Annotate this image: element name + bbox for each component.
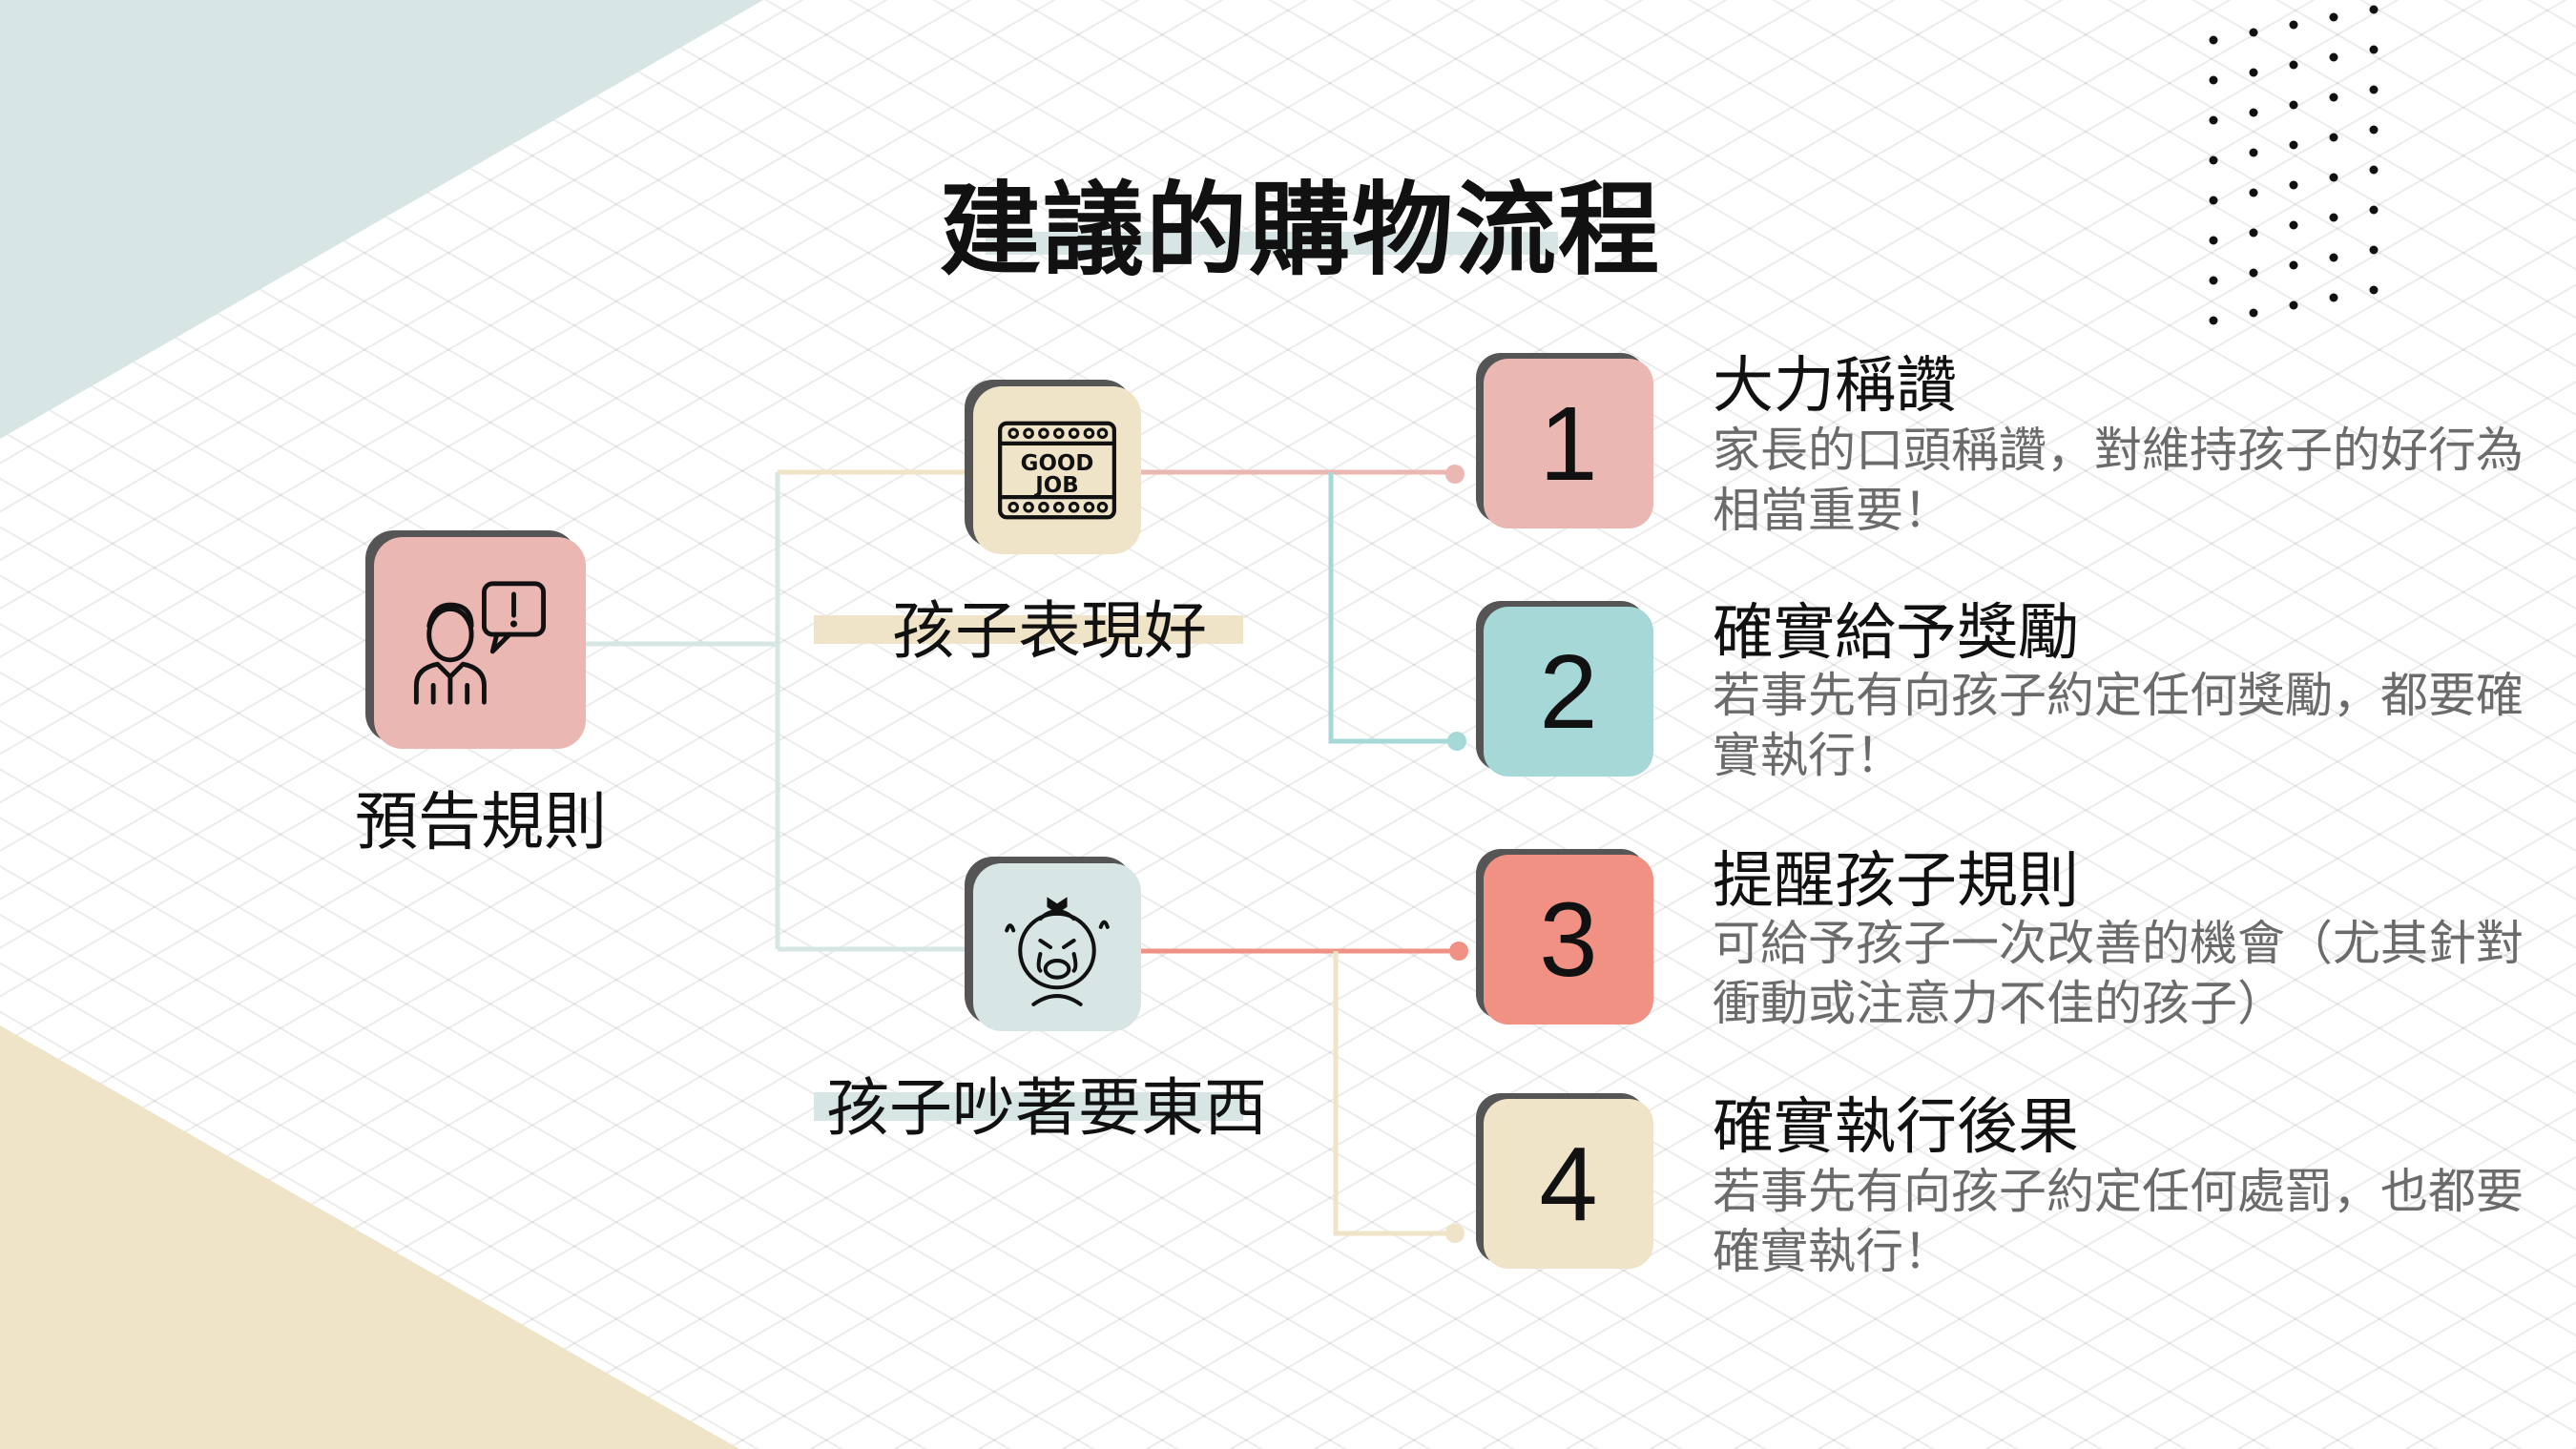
connector-to-step-4 [1333, 951, 1455, 1236]
step-4-number-card: 4 [1484, 1099, 1653, 1269]
dot-pattern [2209, 5, 2379, 325]
connector-dot-2 [1447, 732, 1466, 751]
crying-child-icon [1005, 897, 1110, 1006]
step-3-number-card: 3 [1484, 855, 1653, 1025]
connector-root-to-branches [582, 472, 780, 949]
branch-crying-card [973, 863, 1141, 1031]
connector-dot-4 [1445, 1224, 1465, 1243]
step-4-title: 確實執行後果 [1713, 1092, 2079, 1163]
good-job-sign-icon: GOOD JOB [998, 421, 1116, 520]
svg-text:JOB: JOB [1033, 473, 1078, 498]
connector-dot-1 [1445, 465, 1465, 484]
step-2-desc: 若事先有向孩子約定任何獎勵，都要確實執行！ [1713, 668, 2524, 783]
step-1-desc: 家長的口頭稱讚，對維持孩子的好行為相當重要！ [1713, 423, 2524, 538]
root-node-card [374, 537, 586, 749]
branch-good-card: GOOD JOB [973, 386, 1141, 554]
step-3-title: 提醒孩子規則 [1713, 846, 2079, 917]
connector-dot-3 [1449, 942, 1468, 961]
branch-good-highlight [814, 615, 1243, 644]
root-label: 預告規則 [355, 785, 607, 859]
page-title: 建議的購物流程 [940, 172, 1661, 289]
branch-good-label: 孩子表現好 [892, 594, 1207, 668]
svg-text:GOOD: GOOD [1021, 451, 1094, 476]
step-1-title: 大力稱讚 [1713, 351, 1957, 422]
step-2-title: 確實給予獎勵 [1713, 598, 2079, 669]
step-1-number-card: 1 [1484, 359, 1653, 528]
title-highlight [986, 232, 1558, 255]
title-block: 建議的購物流程 [940, 148, 1661, 295]
step-2-number-card: 2 [1484, 607, 1653, 776]
step-4-desc: 若事先有向孩子約定任何處罰，也都要確實執行！ [1713, 1164, 2524, 1279]
branch-crying-label: 孩子吵著要東西 [826, 1071, 1267, 1145]
person-speech-alert-icon [413, 581, 547, 705]
step-3-desc: 可給予孩子一次改善的機會（尤其針對衝動或注意力不佳的孩子） [1713, 916, 2524, 1031]
branch-crying-highlight [814, 1092, 1243, 1121]
connector-to-step-2 [1328, 472, 1455, 744]
